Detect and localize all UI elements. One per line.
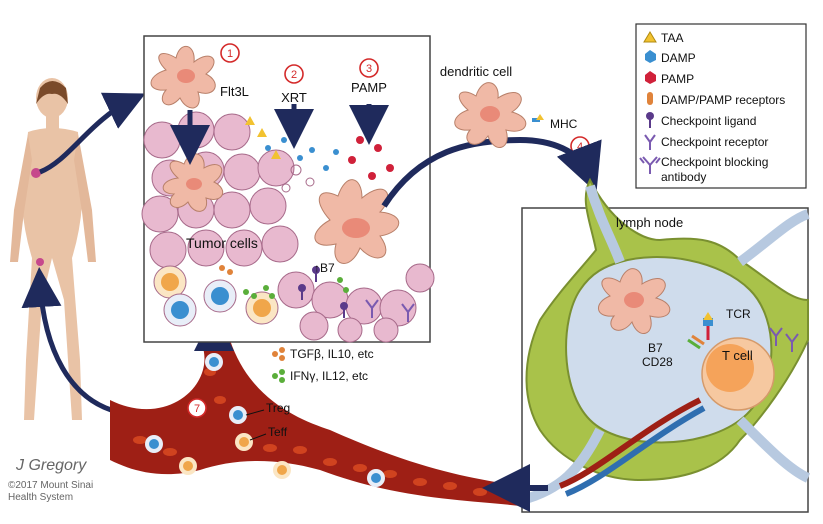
checkpoint-molecules-tumor	[298, 266, 415, 322]
teff-label: Teff	[268, 425, 288, 439]
dendritic-cell-label: dendritic cell	[440, 64, 512, 79]
lymph-node-panel	[482, 177, 811, 513]
dendritic-cell-lymph-node	[598, 268, 671, 334]
flt3l-label: Flt3L	[220, 84, 249, 99]
copyright-line2: Health System	[8, 492, 73, 503]
copyright-line1: ©2017 Mount Sinai	[8, 480, 93, 491]
tcr-label: TCR	[726, 307, 751, 321]
treg-label: Treg	[266, 401, 290, 415]
legend: TAA DAMP PAMP DAMP/PAMP receptors Checkp…	[635, 23, 807, 189]
tumor-cells-label: Tumor cells	[186, 235, 258, 251]
svg-text:1: 1	[227, 48, 233, 60]
dendritic-cell-flt3l	[150, 46, 216, 109]
step-marker-3: 3	[359, 58, 379, 78]
svg-text:2: 2	[291, 69, 297, 81]
lymph-node-label: lymph node	[616, 215, 683, 230]
cd28-label: CD28	[642, 355, 673, 369]
b7-upregulated-label: ↑B7	[314, 261, 335, 275]
mhc-label: MHC	[550, 117, 578, 131]
xrt-label: XRT	[281, 90, 307, 105]
svg-text:7: 7	[194, 403, 200, 415]
legend-taa: TAA	[661, 31, 683, 45]
artist-signature: J Gregory	[15, 457, 87, 474]
b7-label: B7	[648, 341, 663, 355]
dendritic-cell-entering	[162, 153, 224, 212]
antigen-particles	[245, 116, 394, 193]
cytokines-stimulatory-label: IFNγ, IL12, etc	[290, 369, 368, 383]
arrow-human-to-tumor	[38, 92, 146, 175]
cytokine-dots	[219, 265, 349, 299]
dendritic-cell-in-tumor	[314, 179, 400, 264]
pamp-hexagon-icon	[645, 71, 656, 84]
legend-blocking-antibody: Checkpoint blocking	[661, 155, 768, 169]
legend-checkpoint-receptor: Checkpoint receptor	[661, 135, 768, 149]
checkpoint-receptor-t-cell	[769, 327, 783, 346]
t-cell	[701, 337, 775, 411]
pamp-label: PAMP	[351, 80, 387, 95]
tcr-mhc-synapse	[703, 312, 713, 340]
legend-blocking-antibody-line2: antibody	[661, 170, 706, 184]
damp-hexagon-icon	[645, 50, 656, 63]
arrow-dc-to-lymph-node	[381, 136, 602, 208]
checkpoint-receptor-icon	[644, 134, 656, 150]
t-cell-label: T cell	[722, 348, 753, 363]
receptor-icon	[647, 92, 653, 105]
svg-text:4: 4	[577, 141, 583, 153]
taa-triangle-icon	[643, 31, 657, 43]
arrow-vessel-to-human	[21, 267, 119, 415]
legend-checkpoint-ligand: Checkpoint ligand	[661, 114, 756, 128]
checkpoint-blocking-antibody	[785, 333, 799, 352]
legend-pamp: PAMP	[661, 72, 694, 86]
tumor-site-pelvis	[36, 258, 44, 266]
tumor-microenvironment-panel	[141, 35, 435, 343]
step-marker-1: 1	[220, 43, 240, 63]
human-figure	[10, 78, 96, 420]
svg-text:3: 3	[366, 63, 372, 75]
checkpoint-ligand-icon	[646, 112, 654, 128]
blocking-antibody-icon	[639, 156, 661, 174]
step-marker-2: 2	[284, 64, 304, 84]
dendritic-cell-migrating	[454, 82, 544, 148]
step-marker-7: 7	[187, 398, 207, 418]
legend-damp: DAMP	[661, 51, 696, 65]
tumor-site-breast	[31, 168, 41, 178]
cytokine-key	[272, 347, 285, 383]
b7-cd28	[687, 334, 705, 350]
legend-receptors: DAMP/PAMP receptors	[661, 93, 785, 107]
cytokines-suppressive-label: TGFβ, IL10, etc	[290, 347, 374, 361]
